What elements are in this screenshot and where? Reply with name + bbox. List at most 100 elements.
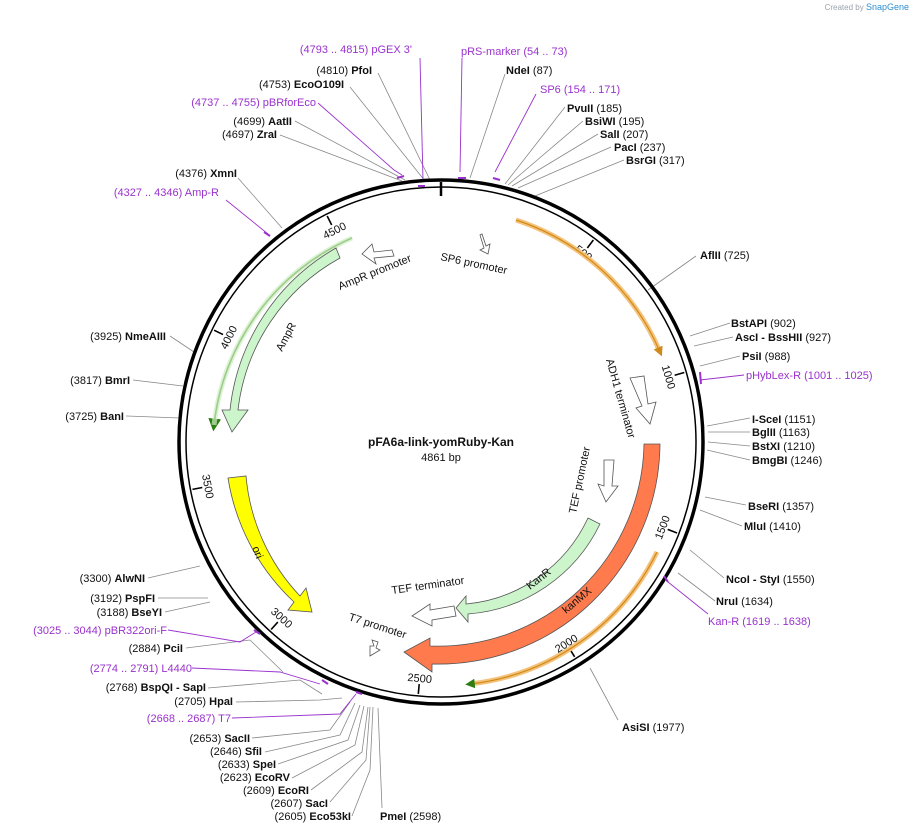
label-position: (2598) [409,811,441,823]
backbone-outer [177,178,705,706]
label-position: (2768) [106,682,141,694]
label-position: (3300) [80,573,115,585]
leader-bani [125,415,181,419]
leader-amp-r [225,199,269,235]
label-tef-terminator: TEF terminator [391,575,466,597]
label-position: (1550) [783,574,815,586]
label-position: (4793 .. 4815) [300,44,372,56]
label-feature-name: Eco53kI [309,811,351,823]
leader-ecoo109i [349,86,426,182]
tick-2500 [417,683,420,695]
label-position: (2609) [243,785,278,797]
tick-label-3500: 3500 [199,473,215,499]
label-position: (1410) [769,521,801,533]
site-label-asisi: AsiSI (1977) [622,722,684,734]
primer-bar-pbrforeco [396,175,405,179]
label-position: (185) [596,103,622,115]
label-position: (3925) [90,331,125,343]
site-label-xmni: (4376) XmnI [175,168,237,180]
label-position: (1977) [653,722,685,734]
label-position: (927) [805,332,831,344]
label-feature-name: PciI [163,643,183,655]
primer-label-phyblex-r: pHybLex-R (1001 .. 1025) [746,370,873,382]
label-feature-name: SP6 [540,84,564,96]
leader-mlui [699,509,743,527]
label-position: (2774 .. 2791) [90,663,162,675]
leader-alwni [147,565,201,579]
label-feature-name: BglII [752,427,779,439]
label-feature-name: SpeI [253,759,276,771]
label-feature-name: T7 [218,713,231,725]
label-tef-promoter: TEF promoter [567,445,593,514]
insert-arc-upper [515,217,663,353]
tick-3000 [270,621,279,631]
label-feature-name: L4440 [161,663,192,675]
label-position: (3025 .. 3044) [33,625,105,637]
leader-sp6 [494,93,537,173]
leader-ecorv [291,705,365,779]
insert-arc-upper-line [515,219,663,357]
plasmid-size: 4861 bp [421,452,461,464]
site-label-pspfi: (3192) PspFI [90,593,155,605]
label-position: (1357) [782,501,814,513]
primer-bar-sp6 [492,177,501,181]
label-position: (4699) [233,116,268,128]
label-feature-name: EcoO109I [294,79,344,91]
label-feature-name: pRS-marker [461,46,523,58]
leader-sfii [264,702,356,753]
primer-bar-kan-r [663,575,669,583]
label-feature-name: PacI [614,142,640,154]
primer-bar-t7 [355,691,363,695]
label-feature-name: AsiSI [622,722,653,734]
label-feature-name: EcoRV [255,772,291,784]
primer-bar-phyblex-r [699,371,702,385]
leader-saci [329,706,371,803]
label-feature-name: BstXI [752,441,783,453]
ampr-region-halo [211,235,353,426]
label-position: (54 .. 73) [523,46,567,58]
site-label-eco53ki: (2605) Eco53kI [275,811,351,823]
site-label-bspqi-sapi: (2768) BspQI - SapI [106,682,206,694]
leader-hpai [235,697,343,703]
primer-bar-pbr322ori-f [253,629,261,635]
label-position: (317) [659,155,685,167]
label-position: (207) [623,129,649,141]
leader-bsrgi [534,159,625,197]
leader-pgex3 [419,57,424,181]
label-feature-name: NmeAIII [125,331,166,343]
label-position: (195) [619,116,645,128]
label-feature-name: BseYI [131,607,162,619]
site-label-saci: (2607) SacI [271,798,329,810]
site-label-bmgbi: BmgBI (1246) [752,455,822,467]
leader-bmri [132,379,184,387]
leader-pfoi [377,72,431,181]
label-position: (1619 .. 1638) [742,616,811,628]
site-labels: (4793 .. 4815) pGEX 3'(4810) PfoI(4753) … [33,44,873,823]
leader-zrai [279,134,403,182]
primer-label-prs-marker: pRS-marker (54 .. 73) [461,46,567,58]
tick-500 [586,239,595,249]
primer-label-l4440: (2774 .. 2791) L4440 [90,663,192,675]
label-feature-name: HpaI [209,696,233,708]
plasmid-name: pFA6a-link-yomRuby-Kan [368,435,514,449]
label-ampr: AmpR [274,321,299,354]
label-feature-name: BsrGI [626,155,659,167]
label-position: (902) [770,318,796,330]
site-label-ndei: NdeI (87) [506,65,552,77]
label-position: (3817) [70,375,105,387]
leader-prs-marker [459,57,463,173]
label-position: (3192) [90,593,125,605]
label-feature-name: pBRforEco [263,97,316,109]
leader-spei [277,704,361,765]
tick-label-2500: 2500 [407,672,432,686]
site-label-mlui: MluI (1410) [744,521,801,533]
leader-aflii [647,255,697,291]
site-label-asci-bsshii: AscI - BssHII (927) [735,332,831,344]
label-position: (2653) [189,733,224,745]
primer-label-pgex-3-: (4793 .. 4815) pGEX 3' [300,44,412,56]
site-label-sali: SalI (207) [600,129,648,141]
primer-bars [253,175,702,695]
label-position: (3725) [65,411,100,423]
primer-label-kan-r: Kan-R (1619 .. 1638) [708,616,811,628]
sp6-promoter-arrow [479,233,491,255]
